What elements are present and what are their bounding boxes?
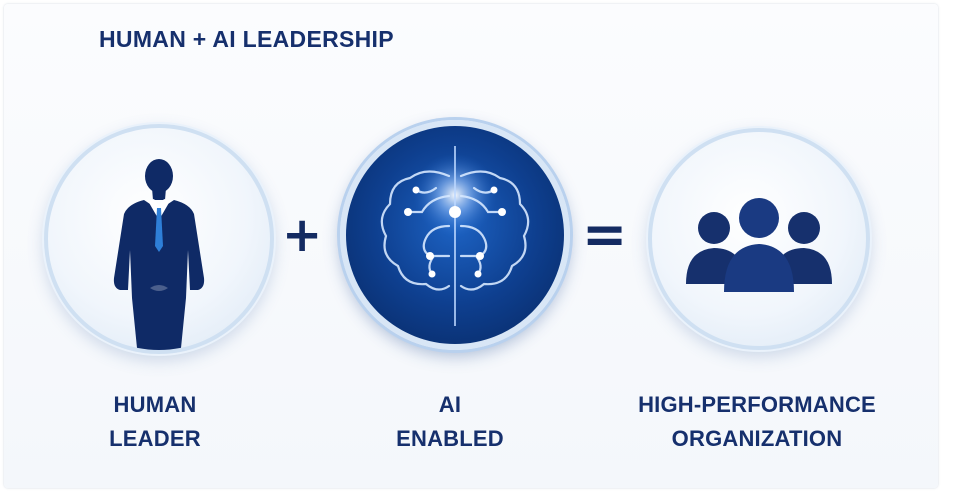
plus-operator: +: [282, 207, 323, 263]
human-leader-circle: [44, 124, 274, 354]
ai-enabled-label: AI ENABLED: [365, 388, 535, 456]
equals-operator: =: [582, 203, 628, 266]
ai-enabled-label-line2: ENABLED: [396, 426, 504, 451]
human-leader-label-line2: LEADER: [109, 426, 201, 451]
ai-brain-circle: [340, 120, 570, 350]
organization-circle: [648, 128, 870, 350]
team-people-icon: [686, 198, 832, 292]
ai-brain-circuit-icon: [380, 142, 530, 326]
organization-label: HIGH-PERFORMANCE ORGANIZATION: [612, 388, 902, 456]
ai-enabled-label-line1: AI: [438, 392, 462, 417]
organization-label-line1: HIGH-PERFORMANCE: [638, 392, 876, 417]
human-leader-label: HUMAN LEADER: [70, 388, 240, 456]
human-leader-label-line1: HUMAN: [113, 392, 197, 417]
businessman-silhouette-icon: [113, 159, 205, 350]
infographic-title: HUMAN + AI LEADERSHIP: [99, 26, 394, 52]
organization-label-line2: ORGANIZATION: [671, 426, 843, 451]
